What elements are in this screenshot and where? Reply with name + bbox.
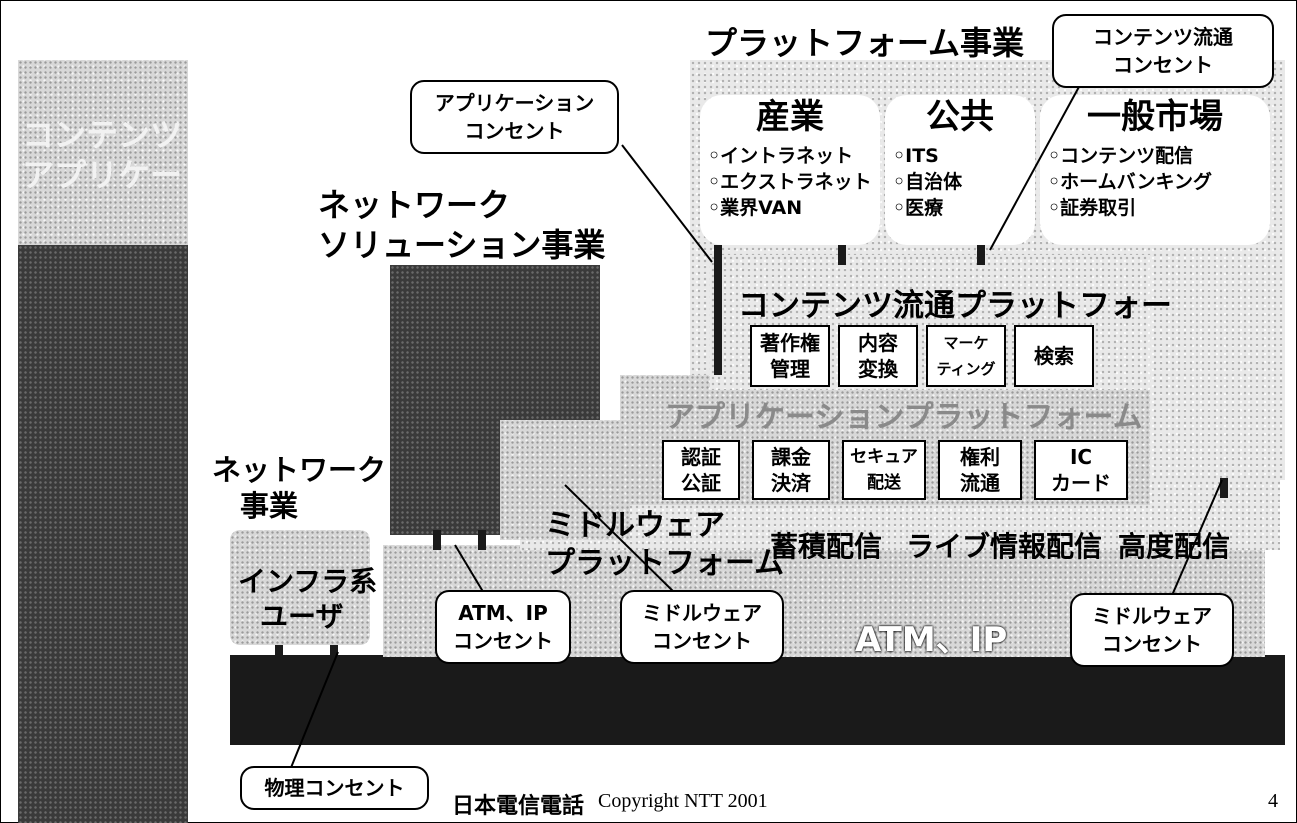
footer-copyright: Copyright NTT 2001	[598, 790, 768, 812]
function-line: 権利	[960, 445, 1000, 469]
delivery-advanced-label: 高度配信	[1118, 530, 1231, 563]
market-title: 産業	[756, 97, 824, 137]
network-business-label-2: 事業	[240, 483, 299, 525]
function-box-conversion: 内容 変換	[838, 325, 918, 387]
function-box-search: 検索	[1014, 325, 1094, 387]
network-solution-label-1: ネットワーク	[318, 186, 511, 224]
left-pillar-top	[18, 60, 188, 245]
market-panel-industry: 産業 ◦イントラネット ◦エクストラネット ◦業界VAN	[700, 95, 880, 245]
function-line: 管理	[770, 357, 810, 381]
callout-line: コンテンツ流通	[1093, 25, 1233, 49]
network-post-2	[478, 530, 486, 550]
market-item: ◦自治体	[893, 171, 963, 193]
callout-line: コンセント	[1113, 53, 1213, 77]
callout-line: ミドルウェア	[1092, 604, 1212, 628]
left-pillar	[18, 245, 188, 823]
callout-application-outlet: アプリケーション コンセント	[410, 80, 619, 154]
left-pillar-label-2: アプリケー	[22, 156, 183, 194]
market-panel-consumer: 一般市場 ◦コンテンツ配信 ◦ホームバンキング ◦証券取引	[1040, 95, 1270, 245]
callout-line: コンセント	[1102, 632, 1202, 656]
market-item: ◦エクストラネット	[708, 171, 872, 193]
callout-atm-ip-outlet: ATM、IP コンセント	[435, 590, 571, 664]
function-line: 公証	[681, 471, 721, 495]
function-line: 認証	[681, 445, 721, 469]
physical-post-1	[275, 640, 283, 658]
application-post	[714, 245, 722, 375]
callout-line: ミドルウェア	[642, 601, 762, 625]
market-item: ◦イントラネット	[708, 145, 854, 167]
left-pillar-label-1: コンテンツ	[22, 116, 183, 154]
function-line: ティング	[936, 360, 996, 378]
callout-line: ATM、IP	[458, 601, 548, 625]
application-platform-label: アプリケーションプラットフォーム	[665, 400, 1143, 435]
callout-line: 物理コンセント	[264, 776, 405, 800]
market-item: ◦ホームバンキング	[1048, 171, 1212, 193]
function-line: IC	[1069, 445, 1093, 469]
function-box-marketing: マーケ ティング	[926, 325, 1006, 387]
callout-middleware-outlet-2: ミドルウェア コンセント	[1070, 593, 1234, 667]
callout-line: コンセント	[453, 629, 553, 653]
market-item: ◦証券取引	[1048, 197, 1137, 219]
market-item: ◦ITS	[893, 145, 939, 167]
market-item: ◦業界VAN	[708, 197, 803, 219]
function-line: 課金	[771, 445, 811, 469]
callout-line: アプリケーション	[434, 91, 595, 115]
network-solution-label-2: ソリューション事業	[318, 226, 606, 264]
callout-line: コンセント	[652, 629, 752, 653]
contents-platform-label: コンテンツ流通プラットフォー	[738, 288, 1172, 324]
market-item: ◦コンテンツ配信	[1048, 145, 1194, 167]
contents-post-2	[977, 243, 985, 265]
function-box-copyright: 著作権 管理	[750, 325, 830, 387]
function-line: 流通	[960, 471, 1000, 495]
network-post-1	[433, 530, 441, 550]
page-number: 4	[1268, 790, 1278, 812]
function-line: マーケ	[943, 334, 989, 352]
network-business-label-1: ネットワーク	[212, 447, 387, 489]
callout-contents-outlet: コンテンツ流通 コンセント	[1052, 14, 1274, 88]
network-solution-block	[390, 265, 600, 535]
function-line: 検索	[1034, 344, 1074, 368]
infra-user-label-1: インフラ系	[238, 565, 378, 598]
atm-ip-layer-label: ATM、IP	[855, 620, 1008, 660]
function-box-rights: 権利 流通	[938, 440, 1022, 500]
infra-user-label-2: ユーザ	[260, 600, 344, 633]
contents-post-1	[838, 243, 846, 265]
function-box-authentication: 認証 公証	[662, 440, 740, 500]
delivery-stored-label: 蓄積配信	[770, 530, 883, 563]
market-title: 一般市場	[1087, 97, 1223, 137]
callout-middleware-outlet-1: ミドルウェア コンセント	[620, 590, 784, 664]
platform-business-title: プラットフォーム事業	[705, 24, 1025, 62]
physical-layer-base	[230, 655, 1285, 745]
function-box-secure-delivery: セキュア 配送	[842, 440, 926, 500]
middleware-post	[1220, 478, 1228, 498]
infra-user-block	[230, 530, 370, 645]
function-line: 配送	[867, 473, 901, 493]
physical-post-2	[330, 640, 338, 658]
function-line: カード	[1051, 471, 1111, 495]
market-panel-public: 公共 ◦ITS ◦自治体 ◦医療	[885, 95, 1035, 245]
function-line: セキュア	[850, 447, 918, 467]
market-item: ◦医療	[893, 197, 944, 219]
market-title: 公共	[926, 97, 994, 137]
function-box-billing: 課金 決済	[752, 440, 830, 500]
callout-line: コンセント	[464, 119, 565, 143]
function-line: 変換	[858, 357, 898, 381]
delivery-live-label: ライブ情報配信	[906, 530, 1103, 563]
function-box-ic-card: IC カード	[1034, 440, 1128, 500]
middleware-platform-label-2: プラットフォーム	[545, 546, 785, 581]
function-line: 内容	[858, 331, 898, 355]
footer-company: 日本電信電話	[452, 794, 585, 819]
callout-physical-outlet: 物理コンセント	[240, 766, 429, 810]
function-line: 著作権	[760, 331, 820, 355]
function-line: 決済	[771, 471, 811, 495]
